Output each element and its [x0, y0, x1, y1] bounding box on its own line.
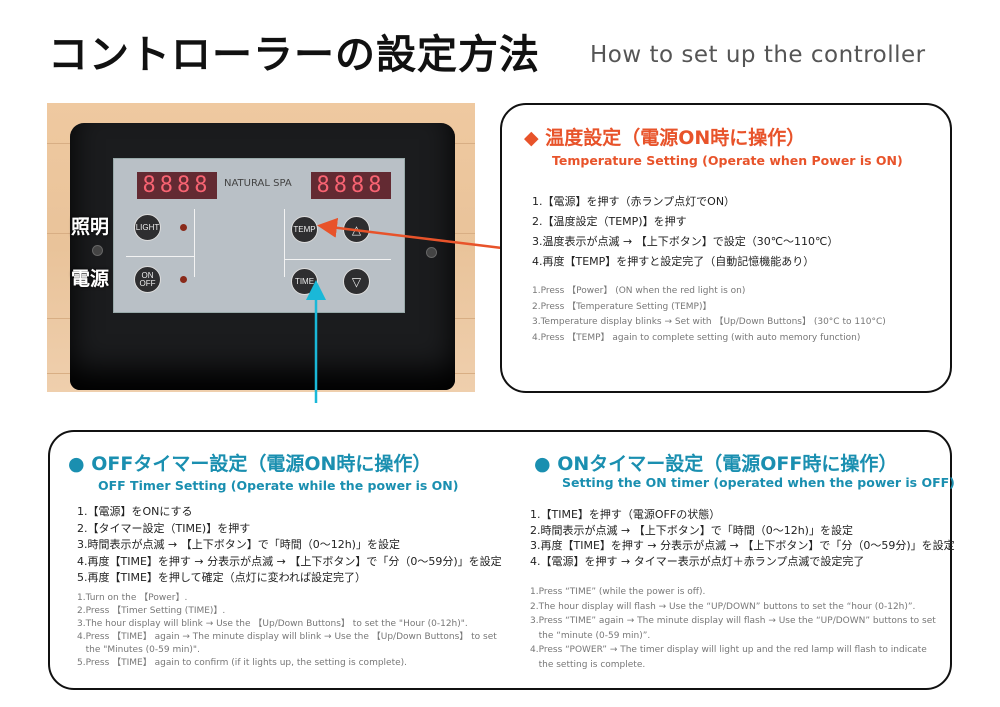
- screw-icon: [426, 247, 437, 258]
- diamond-icon: ◆: [524, 127, 539, 149]
- en-step: the setting is complete.: [530, 659, 646, 670]
- screw-icon: [92, 245, 103, 256]
- en-step: 2.Press 【Temperature Setting (TEMP)】: [532, 301, 712, 312]
- light-button[interactable]: LIGHT: [134, 214, 161, 241]
- temp-setting-panel: ◆ 温度設定（電源ON時に操作） Temperature Setting (Op…: [500, 103, 952, 393]
- power-label: 電源: [71, 268, 110, 290]
- off-timer-jp-steps: 1.【電源】をONにする 2.【タイマー設定（TIME)】を押す 3.時間表示が…: [77, 504, 502, 587]
- light-led: [180, 224, 187, 231]
- page-subtitle: How to set up the controller: [590, 42, 926, 68]
- on-timer-heading: ● ONタイマー設定（電源OFF時に操作）: [534, 449, 897, 476]
- temp-title: 温度設定（電源ON時に操作）: [545, 127, 806, 149]
- down-button[interactable]: ▽: [343, 268, 370, 295]
- off-timer-en-steps: 1.Turn on the 【Power】. 2.Press 【Timer Se…: [77, 592, 497, 670]
- jp-step: 2.時間表示が点滅 → 【上下ボタン】で「時間（0〜12h)」を設定: [530, 523, 853, 537]
- power-on-label: ON: [141, 270, 154, 280]
- on-timer-title: ONタイマー設定（電源OFF時に操作）: [557, 453, 898, 475]
- en-step: 4.Press 【TEMP】 again to complete setting…: [532, 332, 861, 343]
- on-timer-en-steps: 1.Press “TIME” (while the power is off).…: [530, 585, 936, 672]
- jp-step: 1.【電源】をONにする: [77, 505, 193, 518]
- jp-step: 5.再度【TIME】を押して確定（点灯に変われば設定完了）: [77, 571, 367, 584]
- en-step: the "Minutes (0-59 min)".: [77, 645, 200, 655]
- en-step: 3.Press “TIME” again → The minute displa…: [530, 616, 936, 626]
- en-step: 4.Press 【TIME】 again → The minute displa…: [77, 632, 497, 642]
- light-label: 照明: [71, 216, 110, 238]
- circle-icon: ●: [68, 453, 85, 475]
- power-led: [180, 276, 187, 283]
- circle-icon: ●: [534, 453, 551, 475]
- timer-setting-panel: ● OFFタイマー設定（電源ON時に操作） OFF Timer Setting …: [48, 430, 955, 690]
- en-step: 2.Press 【Timer Setting (TIME)】.: [77, 606, 226, 616]
- en-step: 1.Press 【Power】 (ON when the red light i…: [532, 286, 746, 296]
- temp-jp-steps: 1.【電源】を押す（赤ランプ点灯でON） 2.【温度設定（TEMP)】を押す 3…: [532, 192, 838, 272]
- jp-step: 2.【温度設定（TEMP)】を押す: [532, 215, 687, 228]
- jp-step: 1.【TIME】を押す（電源OFFの状態）: [530, 508, 721, 521]
- right-display: 8888: [311, 172, 391, 199]
- en-step: 2.The hour display will flash → Use the …: [530, 601, 916, 612]
- temp-en-steps: 1.Press 【Power】 (ON when the red light i…: [532, 284, 886, 346]
- brand-logo: NATURAL SPA: [224, 178, 292, 189]
- off-timer-heading: ● OFFタイマー設定（電源ON時に操作）: [68, 449, 431, 476]
- power-off-label: OFF: [139, 278, 156, 288]
- on-timer-subtitle: Setting the ON timer (operated when the …: [562, 475, 955, 490]
- off-timer-title: OFFタイマー設定（電源ON時に操作）: [91, 453, 432, 475]
- en-step: 3.Temperature display blinks → Set with …: [532, 317, 886, 327]
- jp-step: 3.時間表示が点滅 → 【上下ボタン】で「時間（0〜12h)」を設定: [77, 538, 400, 551]
- jp-step: 4.【電源】を押す → タイマー表示が点灯＋赤ランプ点滅で設定完了: [530, 554, 865, 568]
- en-step: the “minute (0-59 min)”.: [530, 630, 651, 641]
- on-timer-jp-steps: 1.【TIME】を押す（電源OFFの状態） 2.時間表示が点滅 → 【上下ボタン…: [530, 507, 955, 569]
- en-step: 1.Press “TIME” (while the power is off).: [530, 587, 706, 597]
- jp-step: 4.再度【TEMP】を押すと設定完了（自動記憶機能あり）: [532, 255, 815, 268]
- en-step: 5.Press 【TIME】 again to confirm (if it l…: [77, 658, 408, 668]
- page-title: コントローラーの設定方法: [48, 32, 540, 78]
- jp-step: 4.再度【TIME】を押す → 分表示が点滅 → 【上下ボタン】で「分（0〜59…: [77, 554, 502, 568]
- temp-button[interactable]: TEMP: [291, 216, 318, 243]
- time-button[interactable]: TIME: [291, 268, 318, 295]
- left-display: 8888: [137, 172, 217, 199]
- en-step: 3.The hour display will blink → Use the …: [77, 619, 468, 629]
- en-step: 4.Press “POWER” → The timer display will…: [530, 645, 927, 655]
- off-timer-subtitle: OFF Timer Setting (Operate while the pow…: [98, 478, 459, 493]
- temp-heading: ◆ 温度設定（電源ON時に操作）: [524, 123, 805, 150]
- en-step: 1.Turn on the 【Power】.: [77, 593, 188, 603]
- jp-step: 3.温度表示が点滅 → 【上下ボタン】で設定（30℃〜110℃）: [532, 235, 839, 248]
- up-button[interactable]: △: [343, 216, 370, 243]
- jp-step: 1.【電源】を押す（赤ランプ点灯でON）: [532, 195, 736, 208]
- jp-step: 2.【タイマー設定（TIME)】を押す: [77, 521, 251, 535]
- temp-subtitle: Temperature Setting (Operate when Power …: [552, 153, 903, 168]
- jp-step: 3.再度【TIME】を押す → 分表示が点滅 → 【上下ボタン】で「分（0〜59…: [530, 539, 955, 552]
